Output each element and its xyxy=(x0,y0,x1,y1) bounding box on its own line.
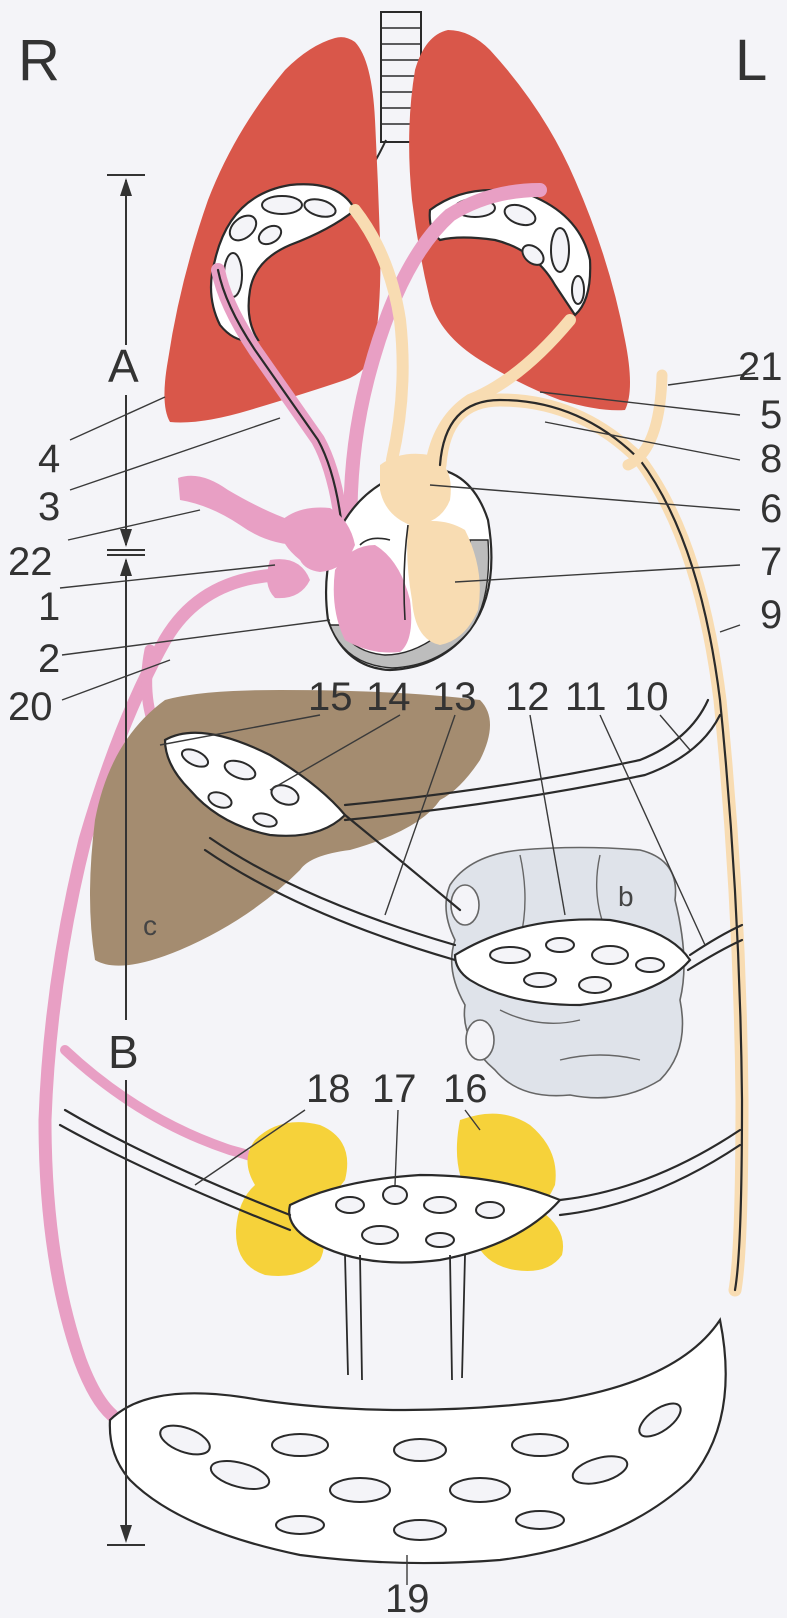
right-side-label: R xyxy=(18,28,60,93)
label-1: 1 xyxy=(38,585,60,629)
label-4: 4 xyxy=(38,437,60,481)
label-8: 8 xyxy=(760,437,782,481)
liver-label: c xyxy=(143,910,157,941)
label-19: 19 xyxy=(385,1577,430,1618)
label-21: 21 xyxy=(738,345,783,389)
label-5: 5 xyxy=(760,393,782,437)
section-label-A: A xyxy=(108,340,139,392)
label-17: 17 xyxy=(372,1067,417,1111)
label-18: 18 xyxy=(306,1067,351,1111)
label-12: 12 xyxy=(505,675,550,719)
label-9: 9 xyxy=(760,593,782,637)
label-20: 20 xyxy=(8,685,53,729)
left-side-label: L xyxy=(735,28,767,93)
intestine-label: b xyxy=(618,881,634,912)
label-11: 11 xyxy=(565,675,607,719)
label-2: 2 xyxy=(38,637,60,681)
label-14: 14 xyxy=(366,675,411,719)
label-15: 15 xyxy=(308,675,353,719)
lower-body-capillaries xyxy=(110,1320,726,1563)
label-10: 10 xyxy=(624,675,669,719)
label-13: 13 xyxy=(432,675,477,719)
label-16: 16 xyxy=(443,1067,488,1111)
section-label-B: B xyxy=(108,1026,139,1078)
label-3: 3 xyxy=(38,485,60,529)
label-22: 22 xyxy=(8,540,53,584)
label-6: 6 xyxy=(760,487,782,531)
label-7: 7 xyxy=(760,540,782,584)
